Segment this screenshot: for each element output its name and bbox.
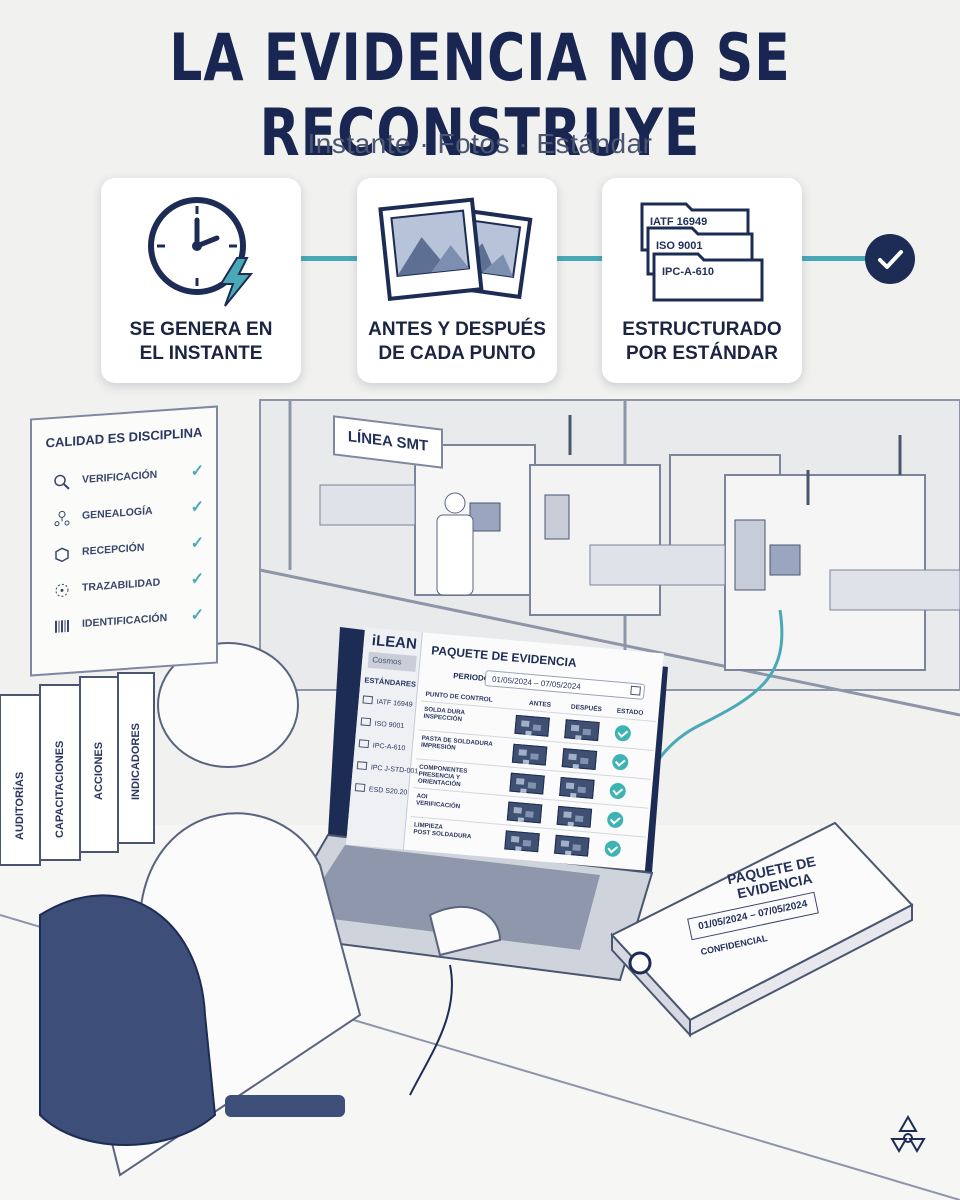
connector-line (796, 256, 868, 261)
board-item-label: GENEALOGÍA (82, 505, 153, 522)
laptop-screen: iLEAN Cosmos ESTÁNDARES IATF 16949 ISO 9… (346, 627, 664, 871)
after-photo[interactable] (559, 776, 595, 799)
board-item-label: VERIFICACIÓN (82, 468, 158, 486)
before-photo[interactable] (506, 801, 543, 824)
status-check-icon (611, 753, 629, 771)
check-icon: ✓ (190, 498, 204, 517)
calendar-icon[interactable] (630, 685, 641, 696)
board-item: VERIFICACIÓN ✓ (48, 460, 208, 499)
row-label: AOI VERIFICACIÓN (415, 792, 461, 811)
status-check-icon (606, 811, 624, 829)
binder-label: INDICADORES (130, 722, 142, 800)
board-title: CALIDAD ES DISCIPLINA (45, 424, 203, 451)
screen-title: PAQUETE DE EVIDENCIA (430, 643, 578, 670)
board-item-label: TRAZABILIDAD (82, 576, 161, 594)
folder-label: IPC-A-610 (662, 266, 714, 278)
quality-board: CALIDAD ES DISCIPLINA VERIFICACIÓN ✓ GEN… (30, 405, 218, 677)
box-icon (54, 546, 70, 563)
before-photo[interactable] (504, 830, 540, 853)
board-item: IDENTIFICACIÓN ✓ (48, 604, 208, 643)
connector-line (300, 256, 358, 261)
menu-selector[interactable]: Cosmos (367, 651, 417, 672)
after-photo[interactable] (564, 719, 600, 742)
factory-scene (0, 395, 960, 1200)
status-check-icon (609, 782, 627, 800)
column-header: DESPUÉS (570, 703, 603, 714)
sidebar-item[interactable]: ISO 9001 (360, 717, 404, 731)
trace-icon (54, 582, 70, 599)
standard-folders-icon: IATF 16949 ISO 9001 IPC-A-610 (602, 192, 802, 310)
row-label: LIMPIEZA POST SOLDADURA (413, 821, 472, 841)
feature-label: SE GENERA EN EL INSTANTE (129, 319, 273, 364)
binder-label: CAPACITACIONES (54, 740, 66, 838)
board-item: RECEPCIÓN ✓ (48, 532, 208, 571)
binder-label: AUDITORÍAS (14, 771, 26, 840)
after-photo[interactable] (554, 834, 590, 857)
before-photo[interactable] (514, 714, 550, 737)
board-item-label: IDENTIFICACIÓN (82, 611, 168, 630)
check-icon: ✓ (190, 570, 204, 589)
after-photo[interactable] (561, 748, 598, 770)
page-subtitle: Instante · Fotos · Estándar (307, 128, 653, 159)
before-photo[interactable] (511, 743, 548, 766)
after-photo[interactable] (556, 805, 593, 828)
period-value: 01/05/2024 – 07/05/2024 (491, 674, 582, 692)
page-title: LA EVIDENCIA NO SE RECONSTRUYE (169, 21, 791, 171)
feature-label: ESTRUCTURADO POR ESTÁNDAR (622, 319, 782, 364)
magnifier-icon (54, 474, 70, 491)
clock-lightning-icon (101, 192, 301, 310)
feature-label: ANTES Y DESPUÉS DE CADA PUNTO (368, 319, 546, 364)
before-photo[interactable] (509, 772, 545, 795)
board-item: TRAZABILIDAD ✓ (48, 568, 208, 607)
feature-card-standard: IATF 16949 ISO 9001 IPC-A-610 ESTRUCTURA… (602, 178, 802, 383)
folder-label: IATF 16949 (650, 216, 708, 228)
row-label: COMPONENTES PRESENCIA Y ORIENTACIÓN (417, 763, 468, 789)
row-label: PASTA DE SOLDADURA IMPRESIÓN (420, 734, 494, 752)
row-label: SOLDA DURA INSPECCIÓN (423, 705, 466, 724)
sidebar-item[interactable]: IPC-A-610 (359, 739, 406, 752)
connector-line (548, 256, 604, 261)
app-logo: iLEAN (371, 632, 418, 653)
board-item-label: RECEPCIÓN (82, 541, 145, 558)
check-icon: ✓ (190, 606, 204, 625)
photos-icon (357, 192, 557, 310)
feature-card-photos: ANTES Y DESPUÉS DE CADA PUNTO (357, 178, 557, 383)
check-icon: ✓ (190, 462, 204, 481)
board-item: GENEALOGÍA ✓ (48, 496, 208, 535)
column-header: ANTES (528, 699, 552, 709)
feature-card-instant: SE GENERA EN EL INSTANTE (101, 178, 301, 383)
period-field[interactable]: 01/05/2024 – 07/05/2024 (484, 670, 646, 700)
folder-label: ISO 9001 (656, 240, 703, 252)
sidebar-item[interactable]: ESD S20.20 (355, 783, 408, 796)
status-check-icon (614, 724, 632, 742)
sidebar-item[interactable]: IPC J-STD-001 (357, 761, 419, 775)
sidebar-item[interactable]: IATF 16949 (362, 695, 413, 709)
check-icon: ✓ (190, 534, 204, 553)
tree-icon (54, 510, 70, 527)
binder-label: ACCIONES (93, 741, 105, 800)
column-header: ESTADO (616, 707, 644, 717)
status-check-icon (604, 840, 622, 858)
check-circle-icon (865, 234, 915, 284)
sidebar-heading: ESTÁNDARES (364, 675, 417, 689)
barcode-icon (54, 618, 70, 635)
